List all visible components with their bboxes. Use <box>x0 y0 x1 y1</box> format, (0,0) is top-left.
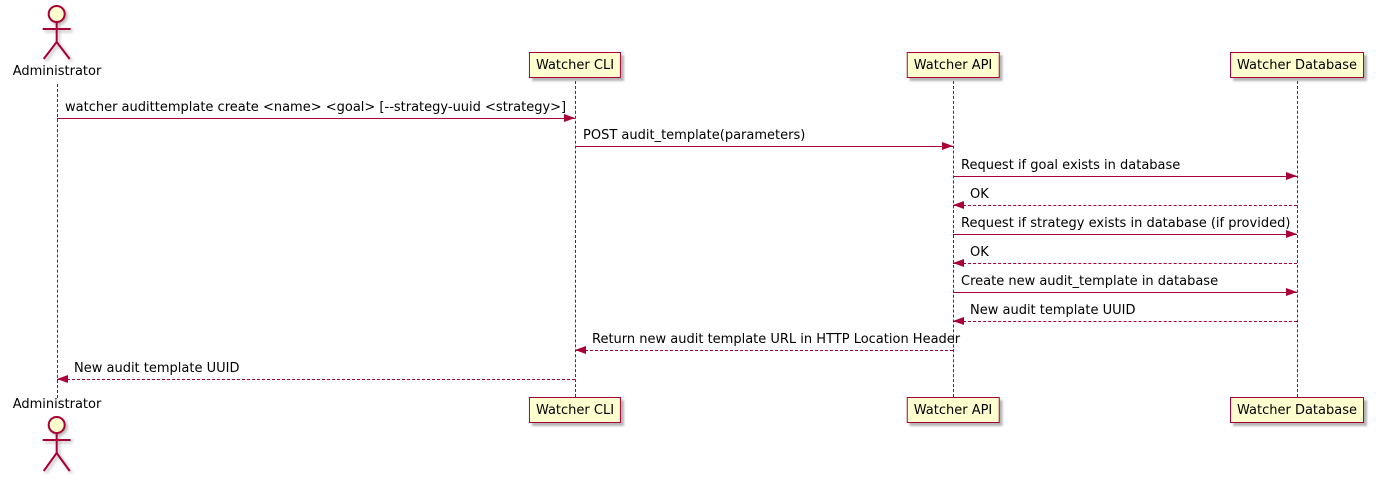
arrowhead-right-icon <box>564 114 575 122</box>
lifeline-watcher-api <box>953 81 954 397</box>
message-7-label: Create new audit_template in database <box>961 274 1219 289</box>
arrowhead-left-icon <box>953 317 964 325</box>
participant-label: Watcher Database <box>1237 58 1357 73</box>
message-2-label: POST audit_template(parameters) <box>583 128 806 143</box>
participant-watcher-cli-top: Watcher CLI <box>528 52 622 78</box>
participant-label: Watcher CLI <box>535 58 615 73</box>
actor-icon <box>43 416 71 472</box>
message-8-label: New audit template UUID <box>970 303 1136 318</box>
message-line <box>575 146 953 147</box>
arrowhead-left-icon <box>953 259 964 267</box>
message-line <box>953 205 1297 206</box>
message-line <box>953 263 1297 264</box>
arrowhead-left-icon <box>575 346 586 354</box>
arrowhead-left-icon <box>953 201 964 209</box>
message-5-label: Request if strategy exists in database (… <box>961 216 1291 231</box>
arrowhead-right-icon <box>1286 172 1297 180</box>
message-line <box>953 321 1297 322</box>
message-4-label: OK <box>970 187 989 202</box>
arrowhead-right-icon <box>942 142 953 150</box>
message-6-label: OK <box>970 245 989 260</box>
lifeline-administrator <box>57 84 58 398</box>
participant-watcher-api-top: Watcher API <box>906 52 1000 78</box>
message-line <box>953 292 1297 293</box>
actor-administrator-top: Administrator <box>12 3 102 79</box>
participant-watcher-cli-bottom: Watcher CLI <box>528 397 622 423</box>
actor-label: Administrator <box>12 64 102 79</box>
participant-label: Watcher API <box>913 58 993 73</box>
actor-administrator-bottom: Administrator <box>12 397 102 477</box>
message-9-label: Return new audit template URL in HTTP Lo… <box>592 332 961 347</box>
arrowhead-right-icon <box>1286 288 1297 296</box>
message-line <box>57 118 575 119</box>
message-3-label: Request if goal exists in database <box>961 158 1181 173</box>
arrowhead-right-icon <box>1286 230 1297 238</box>
lifeline-watcher-cli <box>575 81 576 397</box>
arrowhead-left-icon <box>57 375 68 383</box>
participant-label: Watcher Database <box>1237 403 1357 418</box>
message-line <box>953 176 1297 177</box>
message-line <box>953 234 1297 235</box>
participant-watcher-database-bottom: Watcher Database <box>1230 397 1364 423</box>
message-1-label: watcher audittemplate create <name> <goa… <box>65 100 567 115</box>
actor-label: Administrator <box>12 397 102 412</box>
lifeline-watcher-database <box>1297 81 1298 397</box>
participant-watcher-api-bottom: Watcher API <box>906 397 1000 423</box>
actor-icon <box>43 5 71 60</box>
participant-label: Watcher CLI <box>535 403 615 418</box>
message-line <box>57 379 575 380</box>
message-line <box>575 350 953 351</box>
participant-watcher-database-top: Watcher Database <box>1230 52 1364 78</box>
message-10-label: New audit template UUID <box>74 361 240 376</box>
participant-label: Watcher API <box>913 403 993 418</box>
